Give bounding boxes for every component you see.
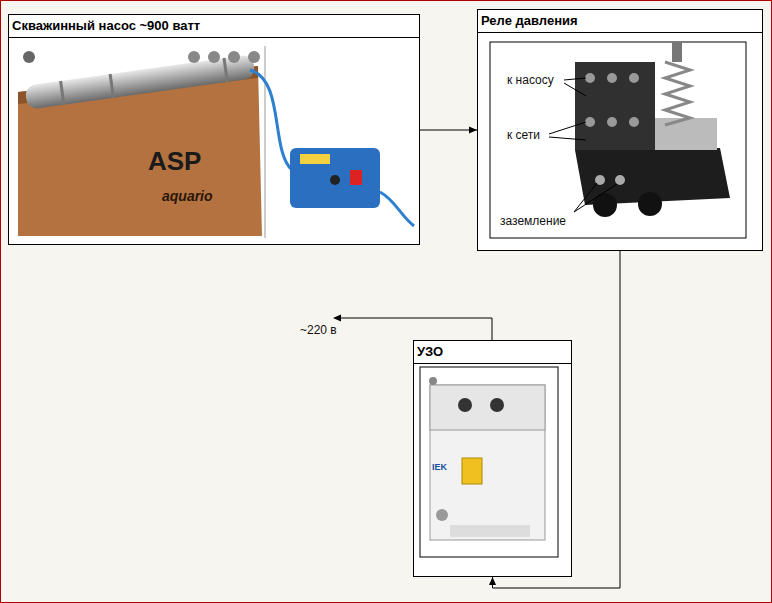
pump-illustration: [8, 14, 420, 245]
arrow-head: [489, 577, 496, 585]
terminal-label: заземление: [500, 214, 566, 228]
voltage-label: ~220 в: [300, 323, 337, 337]
box-title: Реле давления: [478, 10, 762, 33]
supply-wire: [338, 318, 492, 340]
picture-box: Скважинный насос ~900 ваттASP aquario: [8, 14, 420, 245]
picture-box: Реле давления к насосу к сети заземление: [477, 9, 763, 251]
picture-box: УЗО IEK: [413, 340, 572, 577]
brand-label: ASP: [148, 146, 201, 177]
box-title: Скважинный насос ~900 ватт: [9, 15, 419, 38]
box-title: УЗО: [414, 341, 571, 364]
brand-label: IEK: [432, 462, 447, 473]
wire-connector: [420, 127, 477, 134]
brand-label: aquario: [162, 188, 213, 205]
terminal-label: к сети: [507, 128, 540, 142]
rcd-illustration: [413, 340, 572, 577]
wire-line: [420, 130, 477, 131]
arrow-head: [469, 127, 477, 134]
arrow-head: [333, 315, 341, 322]
terminal-label: к насосу: [507, 73, 554, 87]
